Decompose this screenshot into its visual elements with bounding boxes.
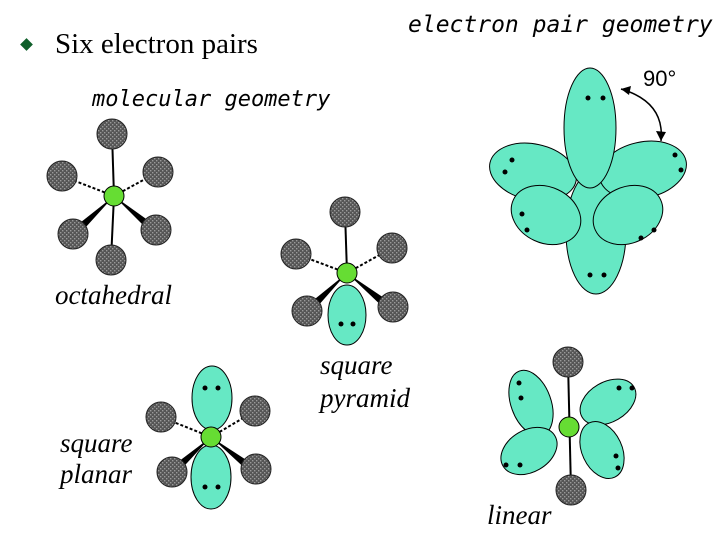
- lone-pair-dots: [613, 453, 621, 471]
- ligand-atom: [291, 295, 323, 327]
- square-planar-molecule: [145, 365, 272, 510]
- angle-label: 90°: [643, 66, 677, 91]
- ligand-atom: [377, 291, 409, 323]
- angle-arrowhead-top: [621, 86, 631, 95]
- label-square-planar-1: square: [60, 428, 133, 458]
- angle-arrowhead-bottom: [656, 131, 666, 141]
- ligand-atom: [46, 160, 78, 192]
- electron-pair-geometry-label: electron pair geometry: [408, 12, 713, 38]
- lone-pair-lobe: [579, 421, 625, 479]
- central-atom: [558, 416, 580, 438]
- ligand-atom: [95, 244, 127, 276]
- lone-pair-dots: [516, 380, 524, 401]
- ligand-atom: [240, 453, 272, 485]
- angle-arc: [620, 88, 663, 142]
- label-octahedral: octahedral: [55, 280, 172, 310]
- lone-pair-lobe: [579, 378, 637, 426]
- square-pyramid-molecule: [280, 196, 409, 346]
- lone-pair-dots: [202, 385, 221, 391]
- lone-pair-dots: [587, 272, 607, 278]
- lone-pair-dots: [202, 484, 221, 490]
- lone-pair-lobe-bottom: [190, 444, 232, 510]
- octahedral-molecule: [46, 118, 174, 276]
- label-square-pyramid-1: square: [320, 350, 393, 380]
- ligand-atom: [239, 395, 271, 427]
- lone-pair-dots: [585, 95, 606, 101]
- lone-pair-dots: [672, 152, 684, 173]
- lone-pair-dots: [502, 157, 515, 175]
- lone-pair-dots: [616, 385, 635, 391]
- bond-dashed: [160, 416, 212, 438]
- lobe-top: [563, 67, 617, 189]
- electron-pair-geometry: [489, 67, 687, 295]
- central-atom: [103, 185, 125, 207]
- label-linear: linear: [487, 500, 552, 530]
- linear-molecule: [500, 346, 637, 506]
- lone-pair-lobe-top: [191, 365, 233, 431]
- ligand-atom: [145, 401, 177, 433]
- bullet-text: Six electron pairs: [55, 28, 258, 60]
- lone-pair-lobe: [327, 284, 367, 346]
- ligand-atom: [156, 456, 188, 488]
- lobe-front-right: [592, 184, 664, 246]
- lone-pair-lobe: [500, 426, 558, 476]
- ligand-atom: [96, 118, 128, 150]
- lone-pair-dots: [503, 462, 523, 468]
- ligand-atom: [376, 232, 408, 264]
- central-atom: [336, 262, 358, 284]
- label-square-planar-2: planar: [60, 459, 133, 489]
- ligand-atom: [280, 238, 312, 270]
- ligand-atom: [57, 218, 89, 250]
- lone-pair-dots: [338, 321, 356, 327]
- ligand-atom: [142, 156, 174, 188]
- ligand-atom: [555, 474, 587, 506]
- label-square-pyramid-2: pyramid: [320, 383, 410, 413]
- central-atom: [200, 426, 222, 448]
- ligand-atom: [552, 346, 584, 378]
- ligand-atom: [329, 196, 361, 228]
- ligand-atom: [140, 214, 172, 246]
- molecular-geometry-label: molecular geometry: [92, 87, 331, 112]
- lone-pair-dots: [638, 227, 657, 241]
- lone-pair-dots: [519, 211, 530, 233]
